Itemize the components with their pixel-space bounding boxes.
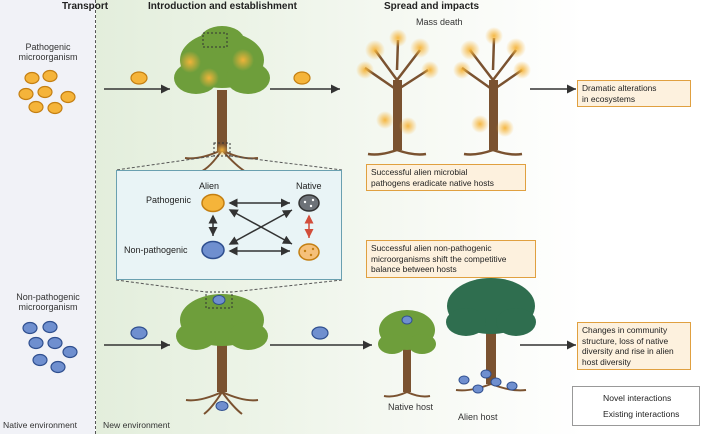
tree-introduced-non-pathogen-icon — [176, 291, 268, 415]
pathogen-transport-icon — [130, 71, 148, 85]
label-alien-host: Alien host — [458, 412, 498, 422]
tree-mass-death-2-icon — [453, 27, 531, 156]
tree-mass-death-1-icon — [356, 29, 439, 156]
inset-label-pathogenic: Pathogenic — [146, 195, 192, 205]
alien-pathogen-icon — [201, 193, 225, 213]
non-pathogen-transport-icon — [130, 326, 148, 340]
legend: Novel interactions Existing interactions — [572, 386, 700, 426]
header-spread: Spread and impacts — [384, 1, 480, 12]
tree-alien-host-icon — [446, 278, 536, 394]
label-native-environment: Native environment — [3, 420, 78, 430]
tree-introduced-pathogen-icon — [174, 26, 270, 173]
alien-non-pathogen-icon — [201, 240, 225, 260]
native-pathogen-icon — [298, 194, 320, 212]
non-pathogen-cluster-icon — [22, 320, 78, 374]
header-introduction: Introduction and establishment — [148, 1, 297, 12]
label-native-host: Native host — [388, 402, 434, 412]
interaction-inset — [116, 170, 342, 280]
legend-existing-label: Existing interactions — [603, 409, 680, 419]
environment-divider — [95, 0, 96, 434]
header-transport: Transport — [62, 1, 109, 12]
native-non-pathogen-icon — [298, 243, 320, 261]
inset-label-non-pathogenic: Non-pathogenic — [124, 245, 188, 255]
tree-native-host-icon — [378, 310, 436, 398]
label-mass-death: Mass death — [416, 17, 463, 27]
pathogen-spread-icon — [293, 71, 311, 85]
legend-novel-label: Novel interactions — [603, 393, 672, 403]
inset-label-alien: Alien — [199, 181, 220, 191]
inset-label-native: Native — [296, 181, 322, 191]
label-new-environment: New environment — [103, 420, 170, 430]
transport-arrows — [104, 84, 576, 350]
non-pathogen-spread-icon — [311, 326, 329, 340]
pathogen-cluster-icon — [18, 69, 76, 115]
